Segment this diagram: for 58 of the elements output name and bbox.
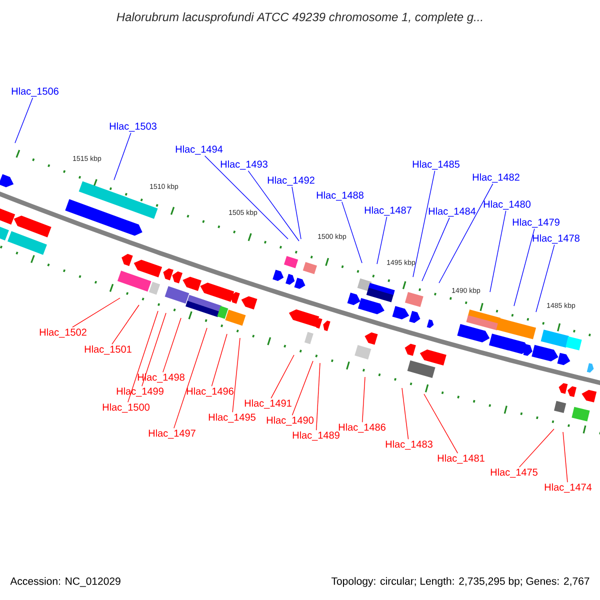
gene-label: Hlac_1475	[490, 468, 538, 478]
leader-line	[422, 217, 450, 282]
gene-label: Hlac_1502	[40, 328, 86, 338]
leader-line	[316, 362, 320, 431]
leader-line	[162, 318, 182, 373]
gene-label: Hlac_1474	[544, 483, 592, 493]
gene-label: Hlac_1494	[176, 145, 223, 155]
gene-label: Hlac_1496	[186, 387, 234, 397]
gene-label: Hlac_1497	[148, 429, 196, 439]
gene-label: Hlac_1480	[484, 200, 531, 210]
gene-label: Hlac_1500	[102, 403, 150, 413]
gene-label: Hlac_1491	[244, 399, 292, 409]
leader-line	[72, 298, 120, 328]
leader-line	[514, 228, 535, 306]
leader-line	[270, 354, 294, 399]
accession-text: Accession: NC_012029	[10, 577, 120, 587]
gene-label: Hlac_1484	[428, 207, 476, 217]
gene-label: Hlac_1479	[512, 218, 560, 228]
gene-label: Hlac_1489	[292, 431, 340, 441]
gene-label: Hlac_1506	[12, 87, 58, 97]
leader-line	[490, 210, 506, 292]
gene-label: Hlac_1488	[316, 191, 364, 201]
gene-label: Hlac_1481	[438, 454, 484, 464]
leader-line	[232, 338, 240, 413]
leader-line	[424, 394, 458, 454]
leader-line	[14, 97, 34, 144]
leader-line	[518, 428, 554, 468]
leader-line	[128, 310, 158, 403]
leader-line	[211, 334, 228, 387]
leader-line	[362, 376, 366, 423]
leader-line	[174, 328, 208, 429]
leader-line	[412, 170, 436, 278]
gene-label: Hlac_1503	[110, 122, 156, 132]
leader-line	[292, 360, 314, 416]
leader-line	[438, 183, 494, 284]
leader-line	[402, 388, 409, 440]
gene-label: Hlac_1485	[412, 160, 460, 170]
leader-line	[248, 170, 300, 242]
leader-line	[204, 155, 288, 240]
gene-label: Hlac_1501	[84, 345, 132, 355]
leader-line	[536, 244, 555, 312]
gene-label: Hlac_1490	[266, 416, 314, 426]
leader-line	[376, 216, 388, 264]
gene-label: Hlac_1483	[386, 440, 432, 450]
leader-line	[562, 432, 568, 483]
leader-line	[114, 132, 132, 180]
gene-label: Hlac_1482	[472, 173, 520, 183]
gene-label: Hlac_1486	[338, 423, 386, 433]
gene-label: Hlac_1487	[364, 206, 412, 216]
leader-line	[292, 186, 302, 240]
gene-label: Hlac_1493	[220, 160, 268, 170]
leader-line	[342, 201, 362, 264]
title: Halorubrum lacusprofundi ATCC 49239 chromosome 1, complete g...	[116, 12, 482, 24]
summary-text: Topology: circular; Length: 2,735,295 bp; Genes: 2,767	[331, 577, 590, 587]
gene-label: Hlac_1478	[532, 234, 580, 244]
gene-label: Hlac_1495	[208, 413, 256, 423]
leader-line	[112, 304, 140, 345]
gene-label: Hlac_1492	[268, 176, 314, 186]
